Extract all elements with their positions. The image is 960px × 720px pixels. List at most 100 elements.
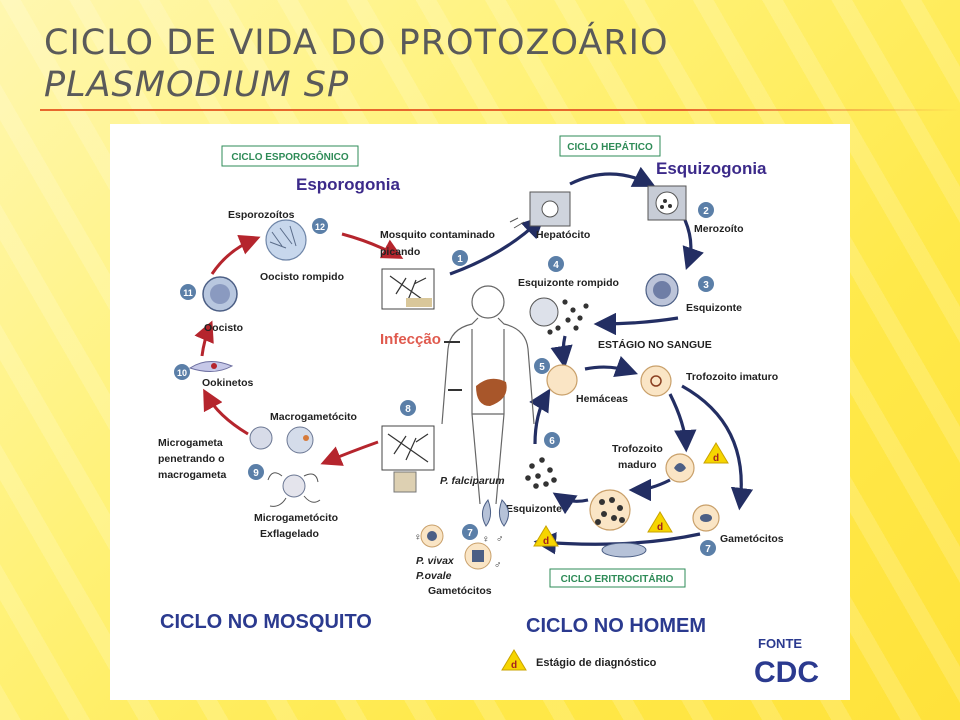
step-9-number: 9 — [253, 468, 259, 479]
cell-vivax-gametocitos — [420, 524, 492, 570]
step-6: 6 — [544, 432, 560, 448]
symbol-female: ♀ — [482, 534, 490, 545]
arrow-ookinetos-to-oocisto — [194, 320, 214, 357]
label-microgameta-2: penetrando o — [158, 453, 225, 465]
label-fonte: FONTE — [758, 636, 802, 651]
label-gametocitos-bottom: Gametócitos — [428, 585, 492, 597]
box-ciclo-hepatico: CICLO HEPÁTICO — [559, 135, 661, 157]
step-7a: 7 — [462, 524, 478, 540]
label-hepatocito: Hepatócito — [536, 229, 590, 241]
step-6-number: 6 — [549, 436, 555, 447]
label-p-falciparum: P. falciparum — [440, 475, 505, 487]
label-ciclo-mosquito: CICLO NO MOSQUITO — [160, 611, 372, 633]
step-5: 5 — [534, 358, 550, 374]
label-microgametocito-1: Microgametócito — [254, 512, 338, 524]
label-trofozoito-imaturo: Trofozoito imaturo — [686, 371, 778, 383]
arrow-oocisto-to-esporozoitos — [210, 234, 261, 275]
arrow-esquizonte-to-rupture — [552, 492, 589, 515]
step-10-number: 10 — [177, 368, 187, 378]
cell-microgametocito — [267, 472, 321, 507]
cell-esquizonte-rompido-sangue — [525, 457, 557, 489]
arrow-microgameta-to-ookinetos — [203, 388, 249, 436]
legend-letter: d — [511, 660, 517, 671]
cell-merozoito — [647, 185, 687, 221]
step-9: 9 — [248, 464, 264, 480]
arrow-bite-to-hepatocito — [449, 215, 545, 276]
cell-ookinetos — [188, 361, 234, 372]
step-2: 2 — [698, 202, 714, 218]
step-1-number: 1 — [457, 254, 463, 265]
label-mosquito-1: Mosquito contaminado — [380, 229, 495, 241]
arrow-trofozoito-to-maduro — [668, 393, 697, 453]
diag-marker-3: d — [533, 525, 559, 547]
legend-text: Estágio de diagnóstico — [536, 657, 657, 669]
arrow-hemaceas-to-trofozoito — [584, 356, 639, 378]
label-ookinetos: Ookinetos — [202, 377, 254, 389]
diag-letter-3: d — [543, 536, 549, 547]
label-p-vivax: P. vivax — [416, 555, 455, 567]
cell-esquizonte-sanguineo — [589, 489, 631, 531]
arrow-trofozoito-to-gametocitos — [681, 384, 754, 511]
slide-title: CICLO DE VIDA DO PROTOZOÁRIO PLASMODIUM … — [44, 22, 669, 106]
mosquito-feeding-illustration — [381, 425, 435, 493]
mosquito-biting-illustration — [381, 268, 435, 310]
step-1: 1 — [452, 250, 468, 266]
life-cycle-diagram: CICLO ESPOROGÔNICO CICLO HEPÁTICO CICLO … — [110, 124, 850, 700]
arrow-maduro-to-esquizonte — [628, 478, 671, 502]
label-hemaceas: Hemáceas — [576, 393, 628, 405]
step-2-number: 2 — [703, 206, 709, 217]
label-trofozoito-maduro-1: Trofozoito — [612, 443, 663, 455]
label-macrogametocito: Macrogametócito — [270, 411, 357, 423]
label-oocisto-rompido: Oocisto rompido — [260, 271, 344, 283]
label-esquizonte-sangue: Esquizonte — [506, 503, 562, 515]
label-esporozoitos: Esporozoítos — [228, 209, 295, 221]
step-4-number: 4 — [553, 260, 559, 271]
step-7a-number: 7 — [467, 528, 473, 539]
arrow-hepatocito-to-merozoito — [569, 166, 656, 187]
symbol-male-vivax: ♂ — [494, 560, 502, 571]
box-ciclo-esporogonico: CICLO ESPOROGÔNICO — [221, 145, 359, 167]
label-oocisto: Oocisto — [204, 322, 243, 334]
arrow-rupture-to-hemaceas — [550, 335, 573, 369]
cell-hepatocito — [509, 191, 571, 229]
arrow-esquizonte-to-blood — [593, 312, 679, 336]
cell-gametocito-right — [692, 504, 720, 532]
human-figure — [441, 285, 535, 505]
box-ciclo-eritrocitario: CICLO ERITROCITÁRIO — [549, 568, 686, 588]
cell-esquizonte-hepatico — [645, 273, 679, 307]
label-ciclo-homem: CICLO NO HOMEM — [526, 615, 706, 637]
step-11-number: 11 — [183, 288, 193, 298]
label-microgametocito-2: Exflagelado — [260, 528, 319, 540]
label-ciclo-eritrocitario: CICLO ERITROCITÁRIO — [561, 572, 674, 585]
label-merozoito: Merozoíto — [694, 223, 744, 235]
heading-esporogonia: Esporogonia — [296, 175, 400, 194]
label-gametocitos-right: Gametócitos — [720, 533, 784, 545]
label-cdc: CDC — [754, 656, 819, 689]
cell-trofozoito-maduro — [665, 453, 695, 483]
diag-letter-1: d — [713, 453, 719, 464]
arrow-mosquito-to-gametocytes — [320, 440, 379, 466]
heading-esquizogonia: Esquizogonia — [656, 159, 767, 178]
step-12: 12 — [312, 218, 328, 234]
step-7b-number: 7 — [705, 544, 711, 555]
label-microgameta-3: macrogameta — [158, 469, 226, 481]
legend-diagnostic: d Estágio de diagnóstico — [501, 649, 657, 671]
step-3: 3 — [698, 276, 714, 292]
cell-esquizonte-rompido — [529, 297, 589, 335]
arrow-rupture-back-to-hemaceas — [529, 388, 551, 445]
diagram-svg: CICLO ESPOROGÔNICO CICLO HEPÁTICO CICLO … — [158, 135, 819, 689]
diag-marker-2: d — [647, 511, 673, 533]
arrow-merozoito-to-esquizonte — [682, 219, 704, 271]
arrow-esporozoitos-to-mosquito — [341, 232, 404, 259]
label-esquizonte-rompido: Esquizonte rompido — [518, 277, 619, 289]
heading-infeccao: Infecção — [380, 331, 441, 348]
cell-esporozoitos — [265, 219, 307, 261]
step-3-number: 3 — [703, 280, 709, 291]
cell-microgameta — [249, 426, 273, 450]
label-microgameta-1: Microgameta — [158, 437, 223, 449]
label-estagio-sangue: ESTÁGIO NO SANGUE — [598, 338, 712, 351]
cell-gametocito-elongado — [601, 542, 647, 558]
diag-letter-2: d — [657, 522, 663, 533]
label-trofozoito-maduro-2: maduro — [618, 459, 657, 471]
diag-marker-1: d — [703, 442, 729, 464]
